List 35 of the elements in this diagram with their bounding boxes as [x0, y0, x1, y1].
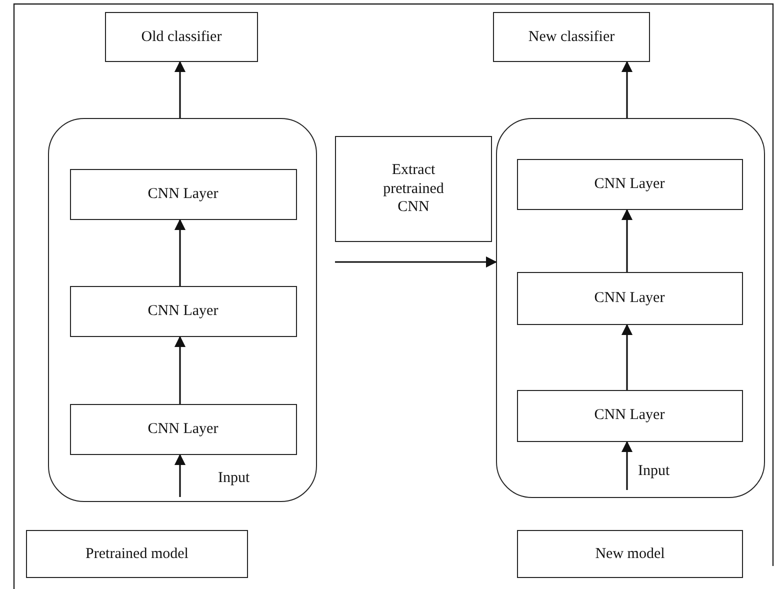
layer-box [70, 286, 296, 336]
label-box [493, 12, 650, 62]
box-label: Old classifier [141, 28, 222, 46]
arrow [335, 256, 498, 268]
box-label: CNN Layer [148, 184, 218, 204]
arrow [621, 60, 633, 118]
arrow [174, 454, 186, 497]
box-label: CNN Layer [594, 288, 665, 308]
model-container [48, 118, 317, 502]
layer-box [516, 390, 742, 442]
arrow [174, 60, 186, 118]
label-box [517, 530, 743, 578]
arrow [621, 440, 633, 490]
box-label: CNN Layer [148, 420, 218, 438]
input-label: Input [218, 470, 250, 487]
box-label: CNN Layer [148, 302, 218, 320]
arrow [621, 208, 633, 272]
layer-box [516, 272, 742, 324]
box-label: CNN Layer [594, 406, 665, 425]
label-box [26, 530, 248, 578]
layer-box [70, 404, 296, 454]
label-box [105, 12, 258, 62]
layer-box [516, 158, 742, 210]
model-container [496, 118, 765, 498]
box-label: CNN Layer [594, 174, 665, 194]
layer-box [70, 168, 296, 220]
arrow [621, 324, 633, 390]
arrow [174, 336, 186, 404]
input-label: Input [638, 463, 670, 480]
box-label: Extract pretrained CNN [382, 160, 445, 218]
box-label: New classifier [528, 28, 615, 46]
arrow [174, 218, 186, 286]
box-label: Pretrained model [86, 544, 188, 564]
box-label: New model [595, 544, 665, 564]
label-box [335, 136, 492, 242]
